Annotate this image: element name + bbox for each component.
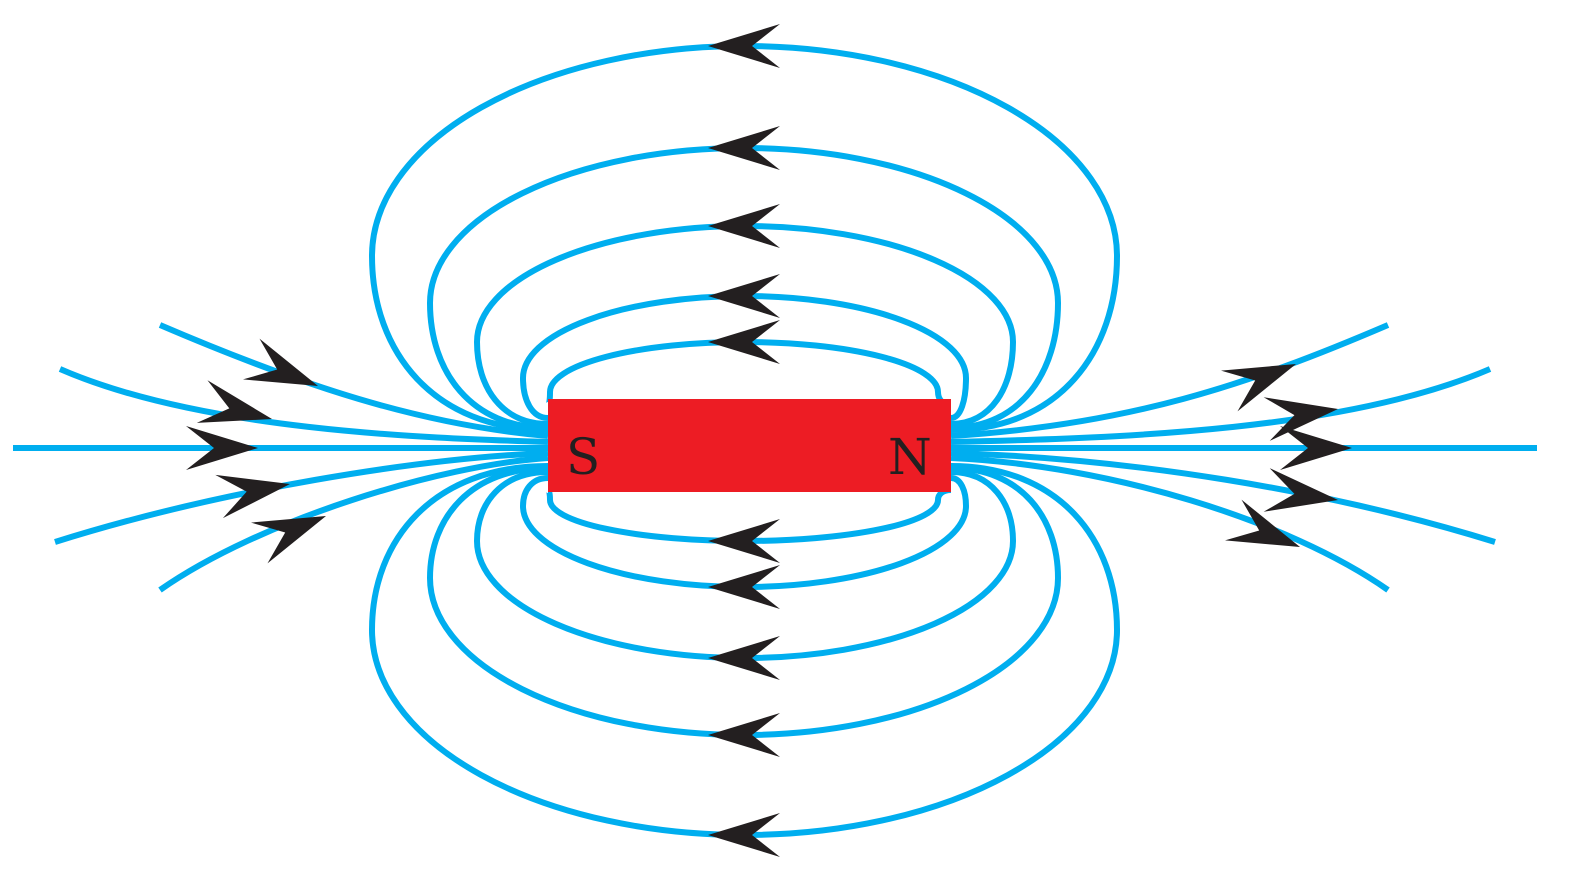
- field-line-open-left: [158, 322, 549, 439]
- bar-magnet: [548, 399, 951, 492]
- field-line-open-right: [950, 322, 1390, 439]
- arrow-icon: [708, 519, 780, 563]
- arrow-icon: [243, 338, 318, 386]
- arrow-icon: [708, 565, 780, 609]
- arrow-icon: [708, 636, 780, 680]
- south-pole-label: S: [566, 428, 600, 486]
- field-loop-bottom: [473, 469, 1017, 661]
- arrow-icon: [186, 426, 258, 470]
- field-line-open-left: [58, 366, 549, 445]
- field-line-open-left: [158, 455, 549, 593]
- field-line-open-right: [950, 450, 1496, 545]
- arrow-icon: [1225, 499, 1300, 547]
- arrow-icon: [215, 474, 290, 519]
- arrow-icon: [196, 380, 272, 423]
- field-line-open-right: [950, 455, 1390, 593]
- arrow-icon: [708, 204, 780, 248]
- field-line-open-right: [950, 366, 1492, 445]
- arrow-icon: [708, 813, 780, 857]
- arrow-icon: [251, 516, 326, 564]
- arrow-icon: [708, 320, 780, 364]
- field-direction-arrows: [186, 24, 1352, 857]
- field-loop-top: [473, 223, 1017, 427]
- arrow-icon: [708, 126, 780, 170]
- field-line-open-left: [54, 450, 549, 545]
- arrow-icon: [1263, 468, 1338, 512]
- north-pole-label: N: [888, 428, 932, 486]
- arrow-icon: [1280, 426, 1352, 470]
- arrow-icon: [708, 24, 780, 68]
- arrow-icon: [708, 274, 780, 318]
- arrow-icon: [1221, 364, 1296, 412]
- arrow-icon: [1263, 397, 1338, 441]
- arrow-icon: [708, 713, 780, 757]
